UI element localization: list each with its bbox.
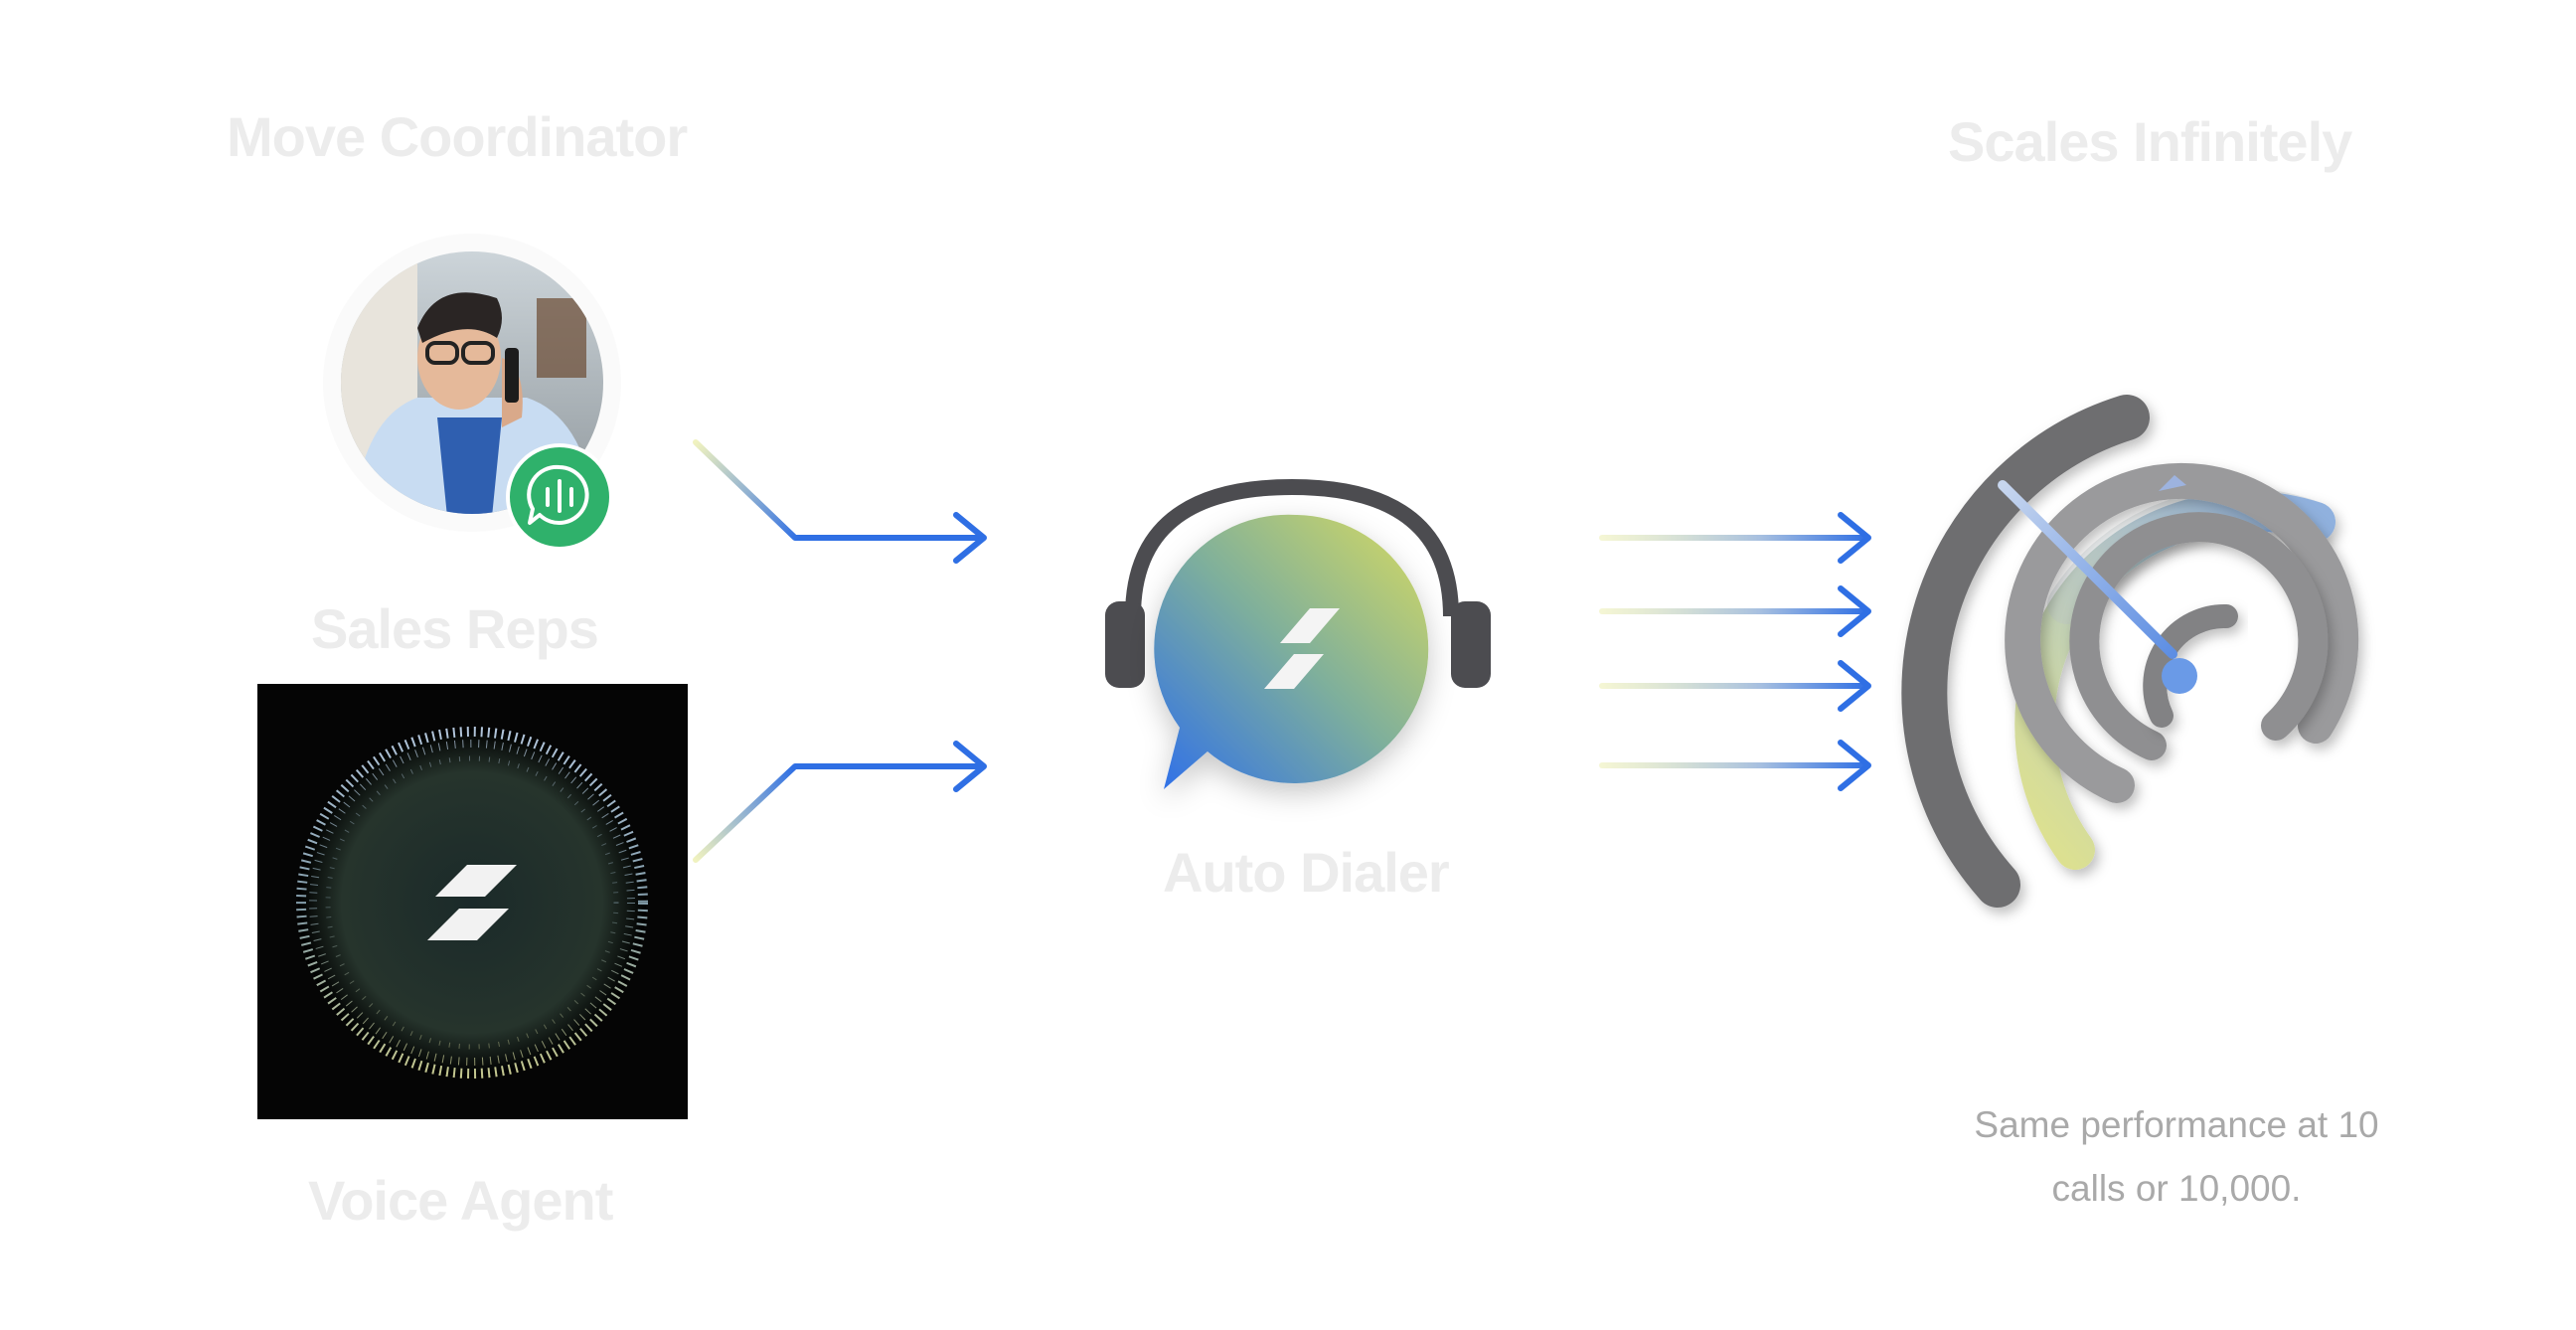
sales-rep-avatar xyxy=(323,234,621,532)
voice-agent-label: Voice Agent xyxy=(308,1169,613,1232)
move-coordinator-label: Move Coordinator xyxy=(227,105,688,168)
caption-line-1: Same performance at 10 xyxy=(1974,1104,2379,1145)
output-arrow-2 xyxy=(1599,585,1871,637)
arrow-from-voice-agent xyxy=(693,741,987,863)
output-arrow-4 xyxy=(1599,740,1871,791)
scales-infinitely-label: Scales Infinitely xyxy=(1948,110,2352,173)
output-arrow-1 xyxy=(1599,512,1871,564)
bolt-logo-icon xyxy=(427,865,517,940)
caption-line-2: calls or 10,000. xyxy=(2051,1168,2302,1209)
sales-reps-label: Sales Reps xyxy=(311,597,599,660)
chat-waveform-icon xyxy=(506,443,613,551)
output-arrows xyxy=(1599,512,1871,791)
arrow-from-sales-reps xyxy=(693,439,987,564)
auto-dialer-label: Auto Dialer xyxy=(1163,841,1450,904)
headset-chat-bolt-icon xyxy=(1105,478,1491,789)
output-arrow-3 xyxy=(1599,660,1871,712)
voice-agent-image xyxy=(257,684,688,1119)
speedometer-signal-icon xyxy=(1901,395,2359,908)
scale-caption: Same performance at 10 calls or 10,000. xyxy=(1898,1093,2455,1221)
